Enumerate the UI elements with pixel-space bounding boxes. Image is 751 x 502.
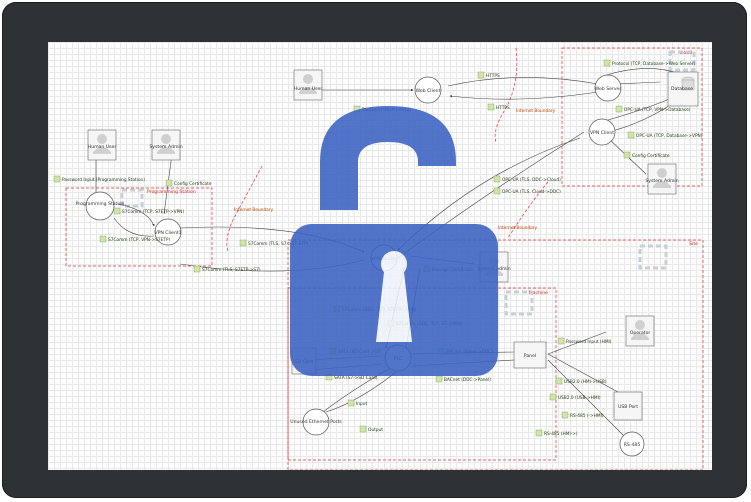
node-web-client-label: Web Client (416, 88, 441, 94)
flow-password-hmi[interactable]: Password Input (HMI) (557, 337, 612, 345)
svg-text:S7Comm (TCP, S7ETP->VPN): S7Comm (TCP, S7ETP->VPN) (122, 209, 184, 215)
node-vpn-client-cloud-label: VPN Client (590, 130, 614, 136)
svg-text:HTTPS: HTTPS (496, 105, 510, 111)
node-system-admin-left[interactable]: System Admin (149, 129, 183, 161)
node-usb-port[interactable]: USB Port (613, 391, 643, 421)
svg-text:USB2.0 (USB->HMI): USB2.0 (USB->HMI) (558, 395, 601, 401)
node-programming-station-label: Programming Station (76, 201, 125, 207)
svg-text:Protocol (TCP, Database->Web S: Protocol (TCP, Database->Web Server) (612, 61, 696, 67)
svg-text:S7Comm (TLS, S7->S7-ETP): S7Comm (TLS, S7->S7-ETP) (248, 241, 309, 247)
flow-rs485-1[interactable]: RS-485 (->HMI) (561, 411, 604, 419)
node-human-user-left-label: Human User (88, 144, 117, 150)
svg-text:OPC-UA (TCP, Database->VPN): OPC-UA (TCP, Database->VPN) (636, 133, 703, 139)
flow-opcua-tls-cloud[interactable]: OPC-UA (TLS, DDC->Cloud) (493, 175, 561, 183)
internet-boundary-2-label: Internet Boundary (234, 207, 274, 213)
flow-output[interactable]: Output (359, 425, 383, 433)
svg-text:USB2.0 (HMI->USB): USB2.0 (HMI->USB) (564, 379, 607, 385)
internet-boundary-3-label: Internet Boundary (498, 225, 538, 231)
svg-text:Input: Input (356, 401, 367, 407)
node-unused-ports[interactable]: Unused Ethernet Ports (290, 408, 342, 436)
zone-cloud-label: Cloud (679, 50, 692, 56)
node-system-admin-cloud[interactable]: System Admin (645, 163, 679, 195)
flow-config-cert-cloud[interactable]: Config Certificate (623, 151, 670, 159)
flow-protocol-db[interactable]: Protocol (TCP, Database->Web Server) (603, 59, 696, 67)
flow-input[interactable]: Input (347, 399, 367, 407)
internet-boundary-1-label: Internet Boundary (516, 108, 556, 114)
node-panel[interactable]: Panel (513, 341, 547, 369)
flow-s7comm-tls-1[interactable]: S7Comm (TLS, S7->S7-ETP) (239, 239, 309, 247)
node-system-admin-cloud-label: System Admin (645, 178, 678, 184)
flow-https-1[interactable]: HTTPS (477, 71, 500, 79)
node-vpn-client-left[interactable]: VPN Client1 (154, 218, 182, 246)
svg-text:OPC-UA (TCP, VPN->Database): OPC-UA (TCP, VPN->Database) (624, 107, 691, 113)
node-human-user-top-label: Human User (294, 86, 323, 92)
flow-https-2[interactable]: HTTPS (487, 103, 510, 111)
threat-model-diagram: Cloud Programming Station Site Machine I… (53, 47, 704, 470)
svg-text:SATA (S7->SD Card): SATA (S7->SD Card) (334, 375, 378, 381)
zone-machine-label: Machine (529, 290, 548, 296)
node-operator[interactable]: Operator (625, 315, 655, 347)
svg-text:HTTPS: HTTPS (486, 73, 500, 79)
node-human-user-top[interactable]: Human User (293, 69, 323, 101)
svg-text:Password Input (Programming St: Password Input (Programming Station) (62, 177, 145, 183)
node-usb-port-label: USB Port (618, 404, 638, 410)
svg-text:OPC-UA (TLS, Cloud->DDC): OPC-UA (TLS, Cloud->DDC) (502, 189, 561, 195)
flow-config-cert-left[interactable]: Config Certificate (165, 179, 212, 187)
node-database-label: Database (671, 86, 693, 92)
zone-cloud (561, 47, 703, 187)
node-vpn-client-left-label: VPN Client1 (154, 230, 181, 236)
flow-password-prog[interactable]: Password Input (Programming Station) (53, 175, 145, 183)
node-programming-station[interactable]: Programming Station (76, 191, 125, 221)
diagram-canvas: Cloud Programming Station Site Machine I… (48, 42, 712, 470)
internet-boundary-2 (226, 165, 263, 253)
svg-text:S7Comm (TLS, S7ETP->S7): S7Comm (TLS, S7ETP->S7) (202, 267, 261, 273)
node-web-server[interactable]: Web Server (594, 74, 622, 102)
zone-site-label: Site (689, 241, 698, 247)
node-unused-ports-label: Unused Ethernet Ports (290, 419, 342, 425)
node-rs485[interactable]: RS-485 (619, 431, 645, 457)
svg-text:Output: Output (368, 427, 383, 433)
node-panel-label: Panel (524, 353, 536, 359)
svg-text:RS-485 (HMI->): RS-485 (HMI->) (544, 431, 578, 437)
svg-text:OPC-UA (TLS, DDC->Cloud): OPC-UA (TLS, DDC->Cloud) (502, 177, 561, 183)
zone-programming-station-label: Programming Station (147, 189, 196, 195)
flow-opcua-db[interactable]: OPC-UA (TCP, VPN->Database) (615, 105, 691, 113)
node-rs485-label: RS-485 (624, 442, 641, 448)
svg-text:BACnet (DDC->Panel): BACnet (DDC->Panel) (444, 377, 491, 383)
svg-text:Password Input (HMI): Password Input (HMI) (566, 339, 612, 345)
svg-text:S7Comm (TCP, VPN->S7ETP): S7Comm (TCP, VPN->S7ETP) (108, 237, 170, 243)
open-padlock-icon (290, 106, 498, 376)
flow-rs485-2[interactable]: RS-485 (HMI->) (535, 429, 578, 437)
flow-opcua-tls-ddc[interactable]: OPC-UA (TLS, Cloud->DDC) (493, 187, 561, 195)
flow-s7comm-tls-2[interactable]: S7Comm (TLS, S7ETP->S7) (193, 265, 261, 273)
internet-boundary-1 (494, 47, 518, 143)
flow-bacnet-2[interactable]: BACnet (DDC->Panel) (435, 375, 491, 383)
svg-text:Config Certificate: Config Certificate (632, 153, 670, 159)
flow-usb-2[interactable]: USB2.0 (USB->HMI) (549, 393, 601, 401)
node-human-user-left[interactable]: Human User (87, 129, 117, 161)
flow-s7comm-vpn[interactable]: S7Comm (TCP, S7ETP->VPN) (113, 207, 184, 215)
flow-opcua-vpn[interactable]: OPC-UA (TCP, Database->VPN) (627, 131, 703, 139)
svg-text:Config Certificate: Config Certificate (174, 181, 212, 187)
node-operator-label: Operator (630, 330, 651, 336)
node-database[interactable]: Database (667, 71, 699, 107)
flow-s7comm-s7[interactable]: S7Comm (TCP, VPN->S7ETP) (99, 235, 170, 243)
svg-text:RS-485 (->HMI): RS-485 (->HMI) (570, 413, 604, 419)
node-system-admin-left-label: System Admin (149, 144, 182, 150)
node-vpn-client-cloud[interactable]: VPN Client (588, 118, 616, 146)
flow-sata-2[interactable]: SATA (S7->SD Card) (325, 373, 378, 381)
placeholder-image-group (120, 50, 696, 316)
node-web-server-label: Web Server (595, 86, 622, 92)
flow-usb-1[interactable]: USB2.0 (HMI->USB) (555, 377, 607, 385)
node-web-client[interactable]: Web Client (414, 76, 442, 104)
internet-boundary-3 (507, 181, 549, 239)
